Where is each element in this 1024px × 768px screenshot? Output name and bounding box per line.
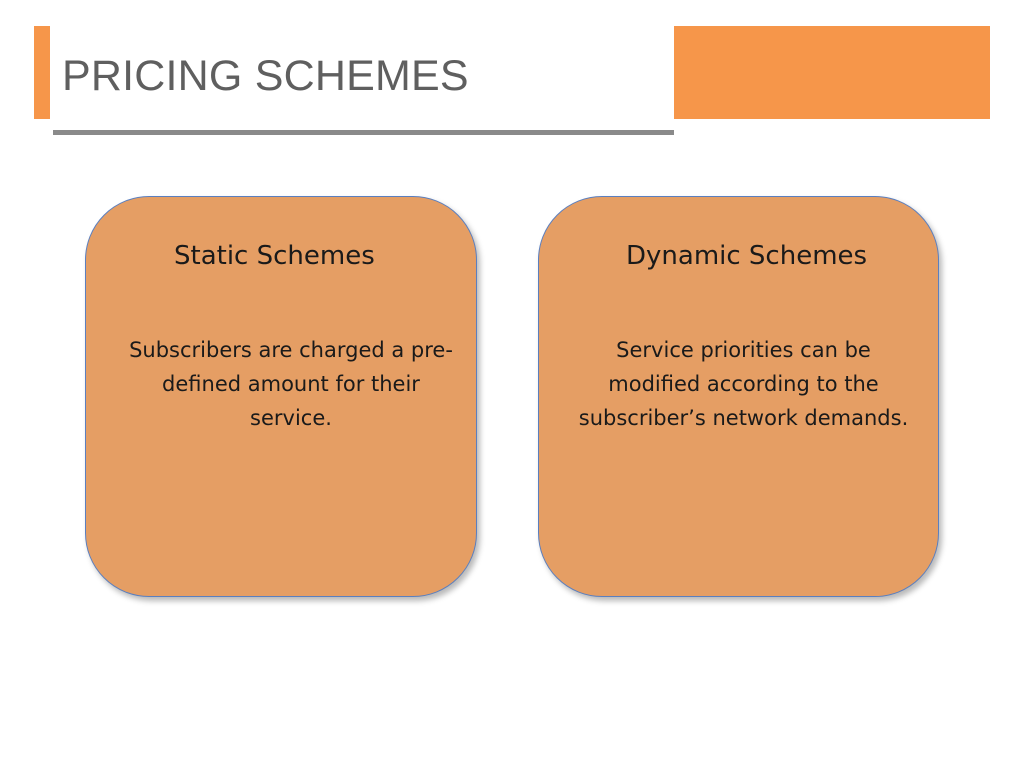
static-schemes-description: Subscribers are charged a pre-defined am… bbox=[129, 338, 453, 430]
title-accent-block-right bbox=[674, 26, 990, 119]
dynamic-schemes-card: Dynamic Schemes Service priorities can b… bbox=[538, 196, 939, 597]
static-schemes-heading: Static Schemes bbox=[174, 241, 375, 271]
static-schemes-card: Static Schemes Subscribers are charged a… bbox=[85, 196, 477, 597]
title-underline bbox=[53, 130, 674, 135]
dynamic-schemes-description: Service priorities can be modified accor… bbox=[578, 338, 909, 430]
dynamic-schemes-heading: Dynamic Schemes bbox=[626, 241, 868, 271]
title-accent-bar-left bbox=[34, 26, 50, 119]
slide-title: PRICING SCHEMES bbox=[62, 52, 469, 100]
